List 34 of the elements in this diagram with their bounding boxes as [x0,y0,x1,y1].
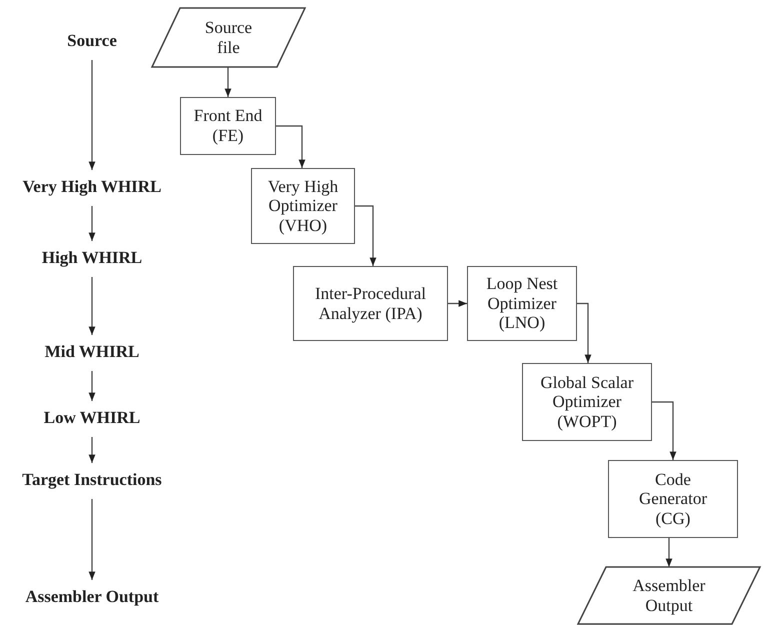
arrow [652,401,676,460]
process-box [293,266,448,341]
stage-label: Source [67,31,117,51]
arrow [577,302,592,363]
stage-label: Target Instructions [22,470,162,490]
box-label: Code Generator (CG) [638,470,708,528]
box-label: Source file [204,18,254,58]
arrow [88,437,96,463]
arrow [224,67,232,97]
box-label: Very High Optimizer (VHO) [266,176,340,236]
process-box [608,460,738,538]
stage-label: Very High WHIRL [22,177,162,197]
arrow [666,538,672,567]
stage-label: Mid WHIRL [44,342,140,362]
arrow [88,371,96,401]
arrow [355,205,376,266]
process-box [251,168,355,244]
process-box [522,363,652,441]
box-label: Global Scalar Optimizer (WOPT) [540,372,634,432]
arrow [88,499,96,580]
box-label: Inter-Procedural Analyzer (IPA) [314,284,428,324]
arrow [276,125,306,168]
process-box [467,266,577,341]
stage-label: Low WHIRL [44,408,140,428]
process-box [180,97,276,155]
arrow [448,300,467,307]
box-label: Assembler Output [632,576,706,616]
box-label: Loop Nest Optimizer (LNO) [485,274,559,333]
arrow [88,60,96,170]
stage-label: High WHIRL [42,248,142,268]
arrow [88,277,96,335]
box-label: Front End (FE) [192,106,264,146]
arrow [88,206,96,241]
stage-label: Assembler Output [25,587,159,607]
